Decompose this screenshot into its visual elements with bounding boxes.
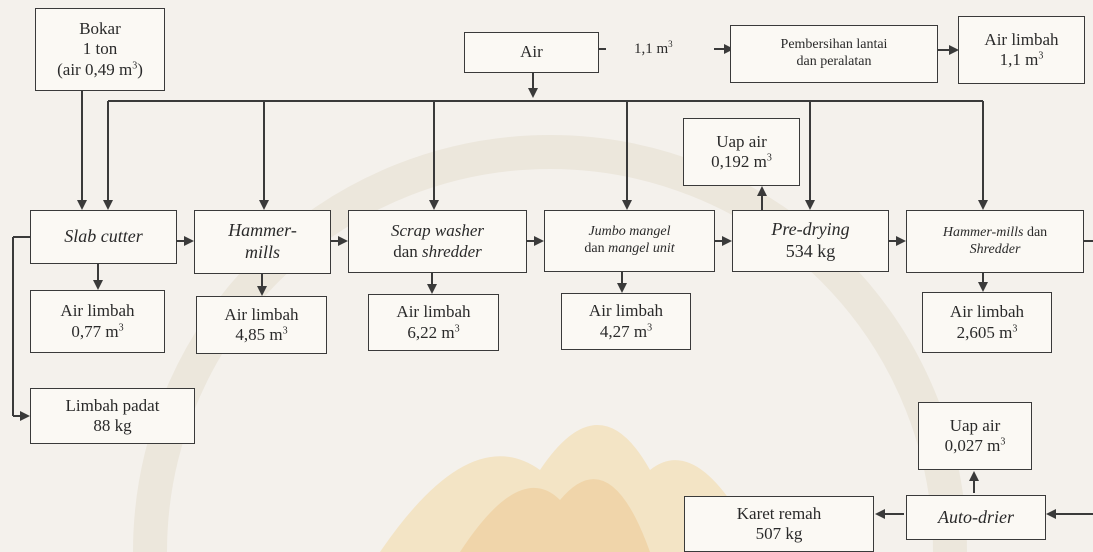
pre-drying-mass: 534 kg — [785, 241, 836, 261]
air-label: Air — [520, 42, 543, 62]
auto-drier-box: Auto-drier — [906, 495, 1046, 540]
uap-air-autodrier-box: Uap air 0,027 m3 — [918, 402, 1032, 470]
air-input-box: Air — [464, 32, 599, 73]
jumbo-mangel-line2: dan mangel unit — [584, 241, 675, 256]
slab-cutter-box: Slab cutter — [30, 210, 177, 264]
air-limbah-box-3: Air limbah 6,22 m3 — [368, 294, 499, 351]
karet-remah-box: Karet remah 507 kg — [684, 496, 874, 552]
scrap-washer-line2: dan shredder — [393, 241, 482, 261]
uap-air-2-volume: 0,027 m3 — [944, 436, 1006, 455]
uap-air-label: Uap air — [716, 131, 767, 151]
bokar-input-box: Bokar 1 ton (air 0,49 m3) — [35, 8, 165, 91]
bokar-water: (air 0,49 m3) — [57, 59, 143, 79]
pre-drying-label: Pre-drying — [771, 219, 850, 240]
jumbo-mangel-box: Jumbo mangel dan mangel unit — [544, 210, 715, 272]
limbah-padat-box: Limbah padat 88 kg — [30, 388, 195, 444]
pre-drying-box: Pre-drying 534 kg — [732, 210, 889, 272]
pembersihan-line1: Pembersihan lantai — [780, 37, 888, 53]
limbah-padat-mass: 88 kg — [93, 416, 132, 435]
bokar-label: Bokar — [79, 18, 121, 38]
karet-remah-mass: 507 kg — [755, 524, 803, 543]
uap-air-2-label: Uap air — [949, 415, 1001, 435]
hammer-mills-line2: mills — [244, 242, 280, 262]
bokar-quantity: 1 ton — [82, 39, 118, 59]
slab-cutter-label: Slab cutter — [64, 226, 143, 247]
air-limbah-box-5: Air limbah 2,605 m3 — [922, 292, 1052, 353]
air-flow-label: 1,1 m3 — [634, 39, 673, 57]
air-limbah-box-2: Air limbah 4,85 m3 — [196, 296, 327, 354]
karet-remah-label: Karet remah — [736, 503, 822, 523]
jumbo-mangel-line1: Jumbo mangel — [588, 224, 671, 240]
auto-drier-label: Auto-drier — [938, 506, 1014, 527]
air-limbah-cleaning-box: Air limbah 1,1 m3 — [958, 16, 1085, 84]
scrap-washer-line1: Scrap washer — [390, 221, 485, 241]
hammer-shredder-box: Hammer-mills dan Shredder — [906, 210, 1084, 273]
air-limbah-box-4: Air limbah 4,27 m3 — [561, 293, 691, 350]
uap-air-predrying-box: Uap air 0,192 m3 — [683, 118, 800, 186]
hammer-shredder-line2: Shredder — [969, 241, 1021, 257]
limbah-padat-label: Limbah padat — [65, 395, 160, 415]
air-limbah-volume: 1,1 m3 — [999, 50, 1044, 69]
hammer-mills-box: Hammer- mills — [194, 210, 331, 274]
pembersihan-line2: dan peralatan — [796, 54, 872, 69]
air-limbah-label: Air limbah — [984, 29, 1059, 49]
air-limbah-box-1: Air limbah 0,77 m3 — [30, 290, 165, 353]
hammer-mills-line1: Hammer- — [228, 220, 297, 241]
scrap-washer-box: Scrap washer dan shredder — [348, 210, 527, 273]
pembersihan-box: Pembersihan lantai dan peralatan — [730, 25, 938, 83]
uap-air-volume: 0,192 m3 — [711, 152, 772, 171]
hammer-shredder-line1: Hammer-mills dan — [942, 224, 1048, 240]
